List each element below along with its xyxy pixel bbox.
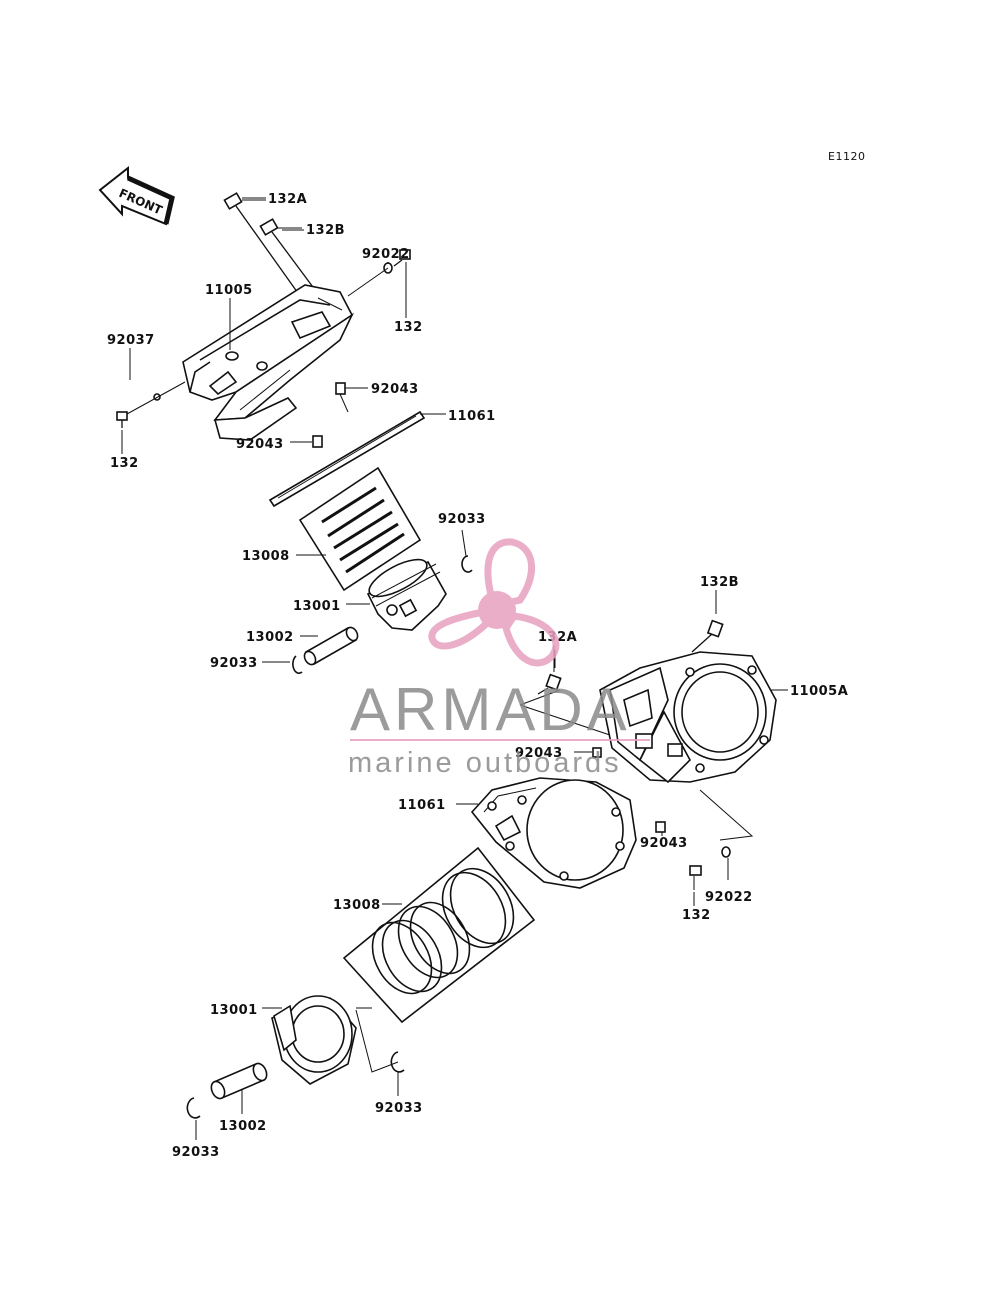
gasket-11061-bottom: [470, 777, 637, 889]
pin-13002-bottom: [210, 1062, 268, 1100]
label-13001-top: 13001: [293, 599, 341, 614]
label-132-top-right: 132: [394, 320, 423, 335]
cylinder-11005: [182, 284, 354, 441]
label-132-left: 132: [110, 456, 139, 471]
label-92043-center: 92043: [515, 746, 563, 761]
label-132A-top: 132A: [268, 192, 307, 207]
pin-13002-top: [303, 626, 359, 666]
label-132B-right: 132B: [700, 575, 739, 590]
washer-92022-bottom: [699, 789, 754, 858]
dowel-92043-right: [655, 821, 666, 833]
label-11005A: 11005A: [790, 684, 848, 699]
label-11005: 11005: [205, 283, 253, 298]
label-92043-top: 92043: [371, 382, 419, 397]
watermark-tagline: marine outboards: [348, 747, 622, 779]
leader-lines: [121, 197, 788, 1140]
label-92022-bottom: 92022: [705, 890, 753, 905]
label-11061-top: 11061: [448, 409, 496, 424]
label-13001-bottom: 13001: [210, 1003, 258, 1018]
label-92043-mid: 92043: [236, 437, 284, 452]
label-92033-left-top: 92033: [210, 656, 258, 671]
watermark: ARMADA marine outboards: [348, 538, 650, 779]
label-92043-right: 92043: [640, 836, 688, 851]
label-13002-bottom: 13002: [219, 1119, 267, 1134]
propeller-logo-icon: [428, 538, 560, 667]
piston-13001-top: [366, 558, 447, 631]
watermark-brand: ARMADA: [350, 676, 631, 743]
rings-13008-top: [298, 466, 422, 592]
part-labels: 132A 132B 92022 132 11005 92037 132 9204…: [107, 192, 848, 1160]
label-132B-top: 132B: [306, 223, 345, 238]
dowel-92043-mid: [312, 435, 323, 448]
cylinder-11005A: [599, 651, 777, 784]
piston-13001-bottom: [271, 995, 399, 1085]
label-11061-bottom: 11061: [398, 798, 446, 813]
clip-92033-left-top: [292, 655, 303, 674]
label-92033-top: 92033: [438, 512, 486, 527]
diagram-code: E1120: [828, 150, 865, 163]
clip-92033-bottom-right: [390, 1051, 405, 1073]
gasket-11061-top: [268, 410, 426, 508]
rod-92037: [105, 367, 161, 401]
label-92022-top: 92022: [362, 247, 410, 262]
dowel-92043-center: [592, 747, 602, 758]
label-132-bottom: 132: [682, 908, 711, 923]
clip-92033-top: [461, 555, 473, 573]
bolt-132B-right: [691, 600, 724, 653]
bolt-132-left: [116, 381, 186, 428]
clip-92033-bottom-left: [186, 1097, 201, 1119]
label-13008-bottom: 13008: [333, 898, 381, 913]
washer-92022-top: [347, 262, 393, 297]
bolt-132-top-right: [393, 249, 411, 267]
label-92033-bottom-right: 92033: [375, 1101, 423, 1116]
front-arrow-icon: FRONT: [98, 165, 175, 226]
rings-13008-bottom: [342, 846, 536, 1024]
bolt-132-bottom: [689, 865, 702, 890]
label-13002-top: 13002: [246, 630, 294, 645]
label-92033-bottom-left: 92033: [172, 1145, 220, 1160]
dowel-92043-top: [335, 382, 349, 413]
label-92037: 92037: [107, 333, 155, 348]
label-13008-top: 13008: [242, 549, 290, 564]
